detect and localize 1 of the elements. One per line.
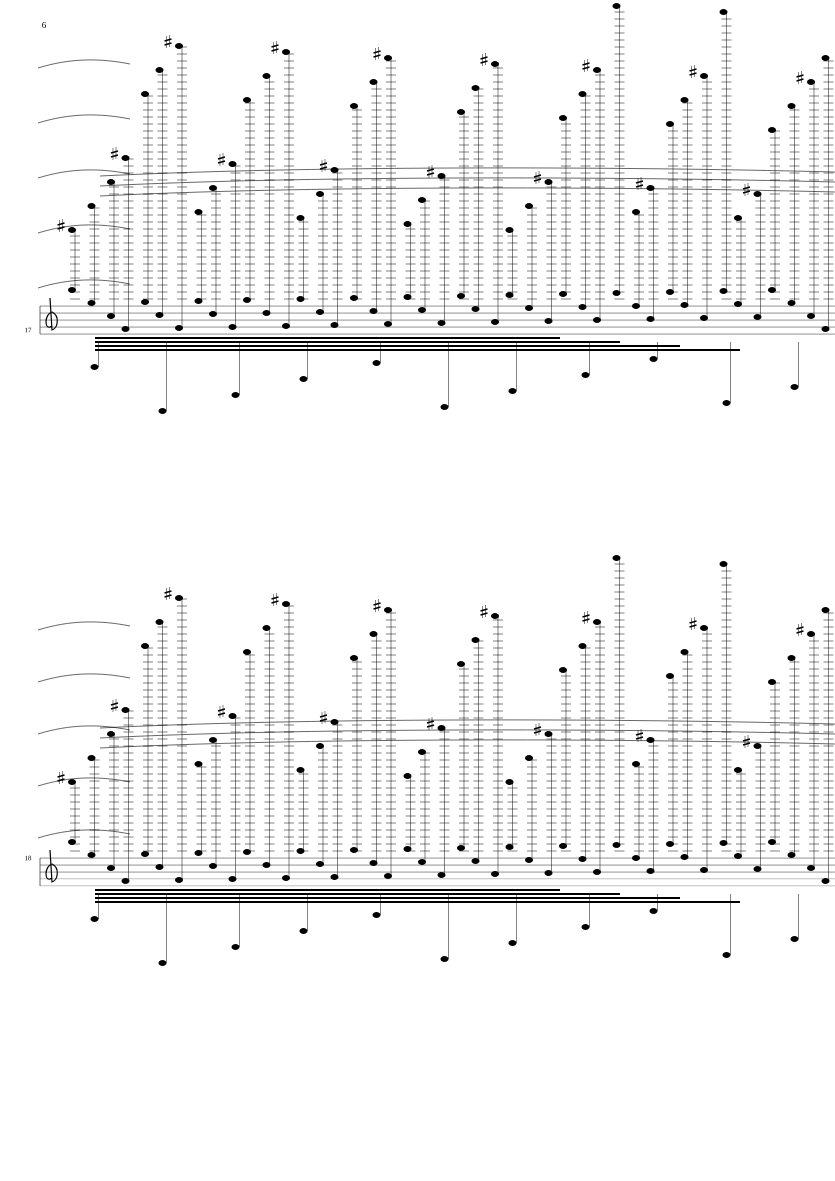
page-number: 6 — [42, 22, 46, 29]
